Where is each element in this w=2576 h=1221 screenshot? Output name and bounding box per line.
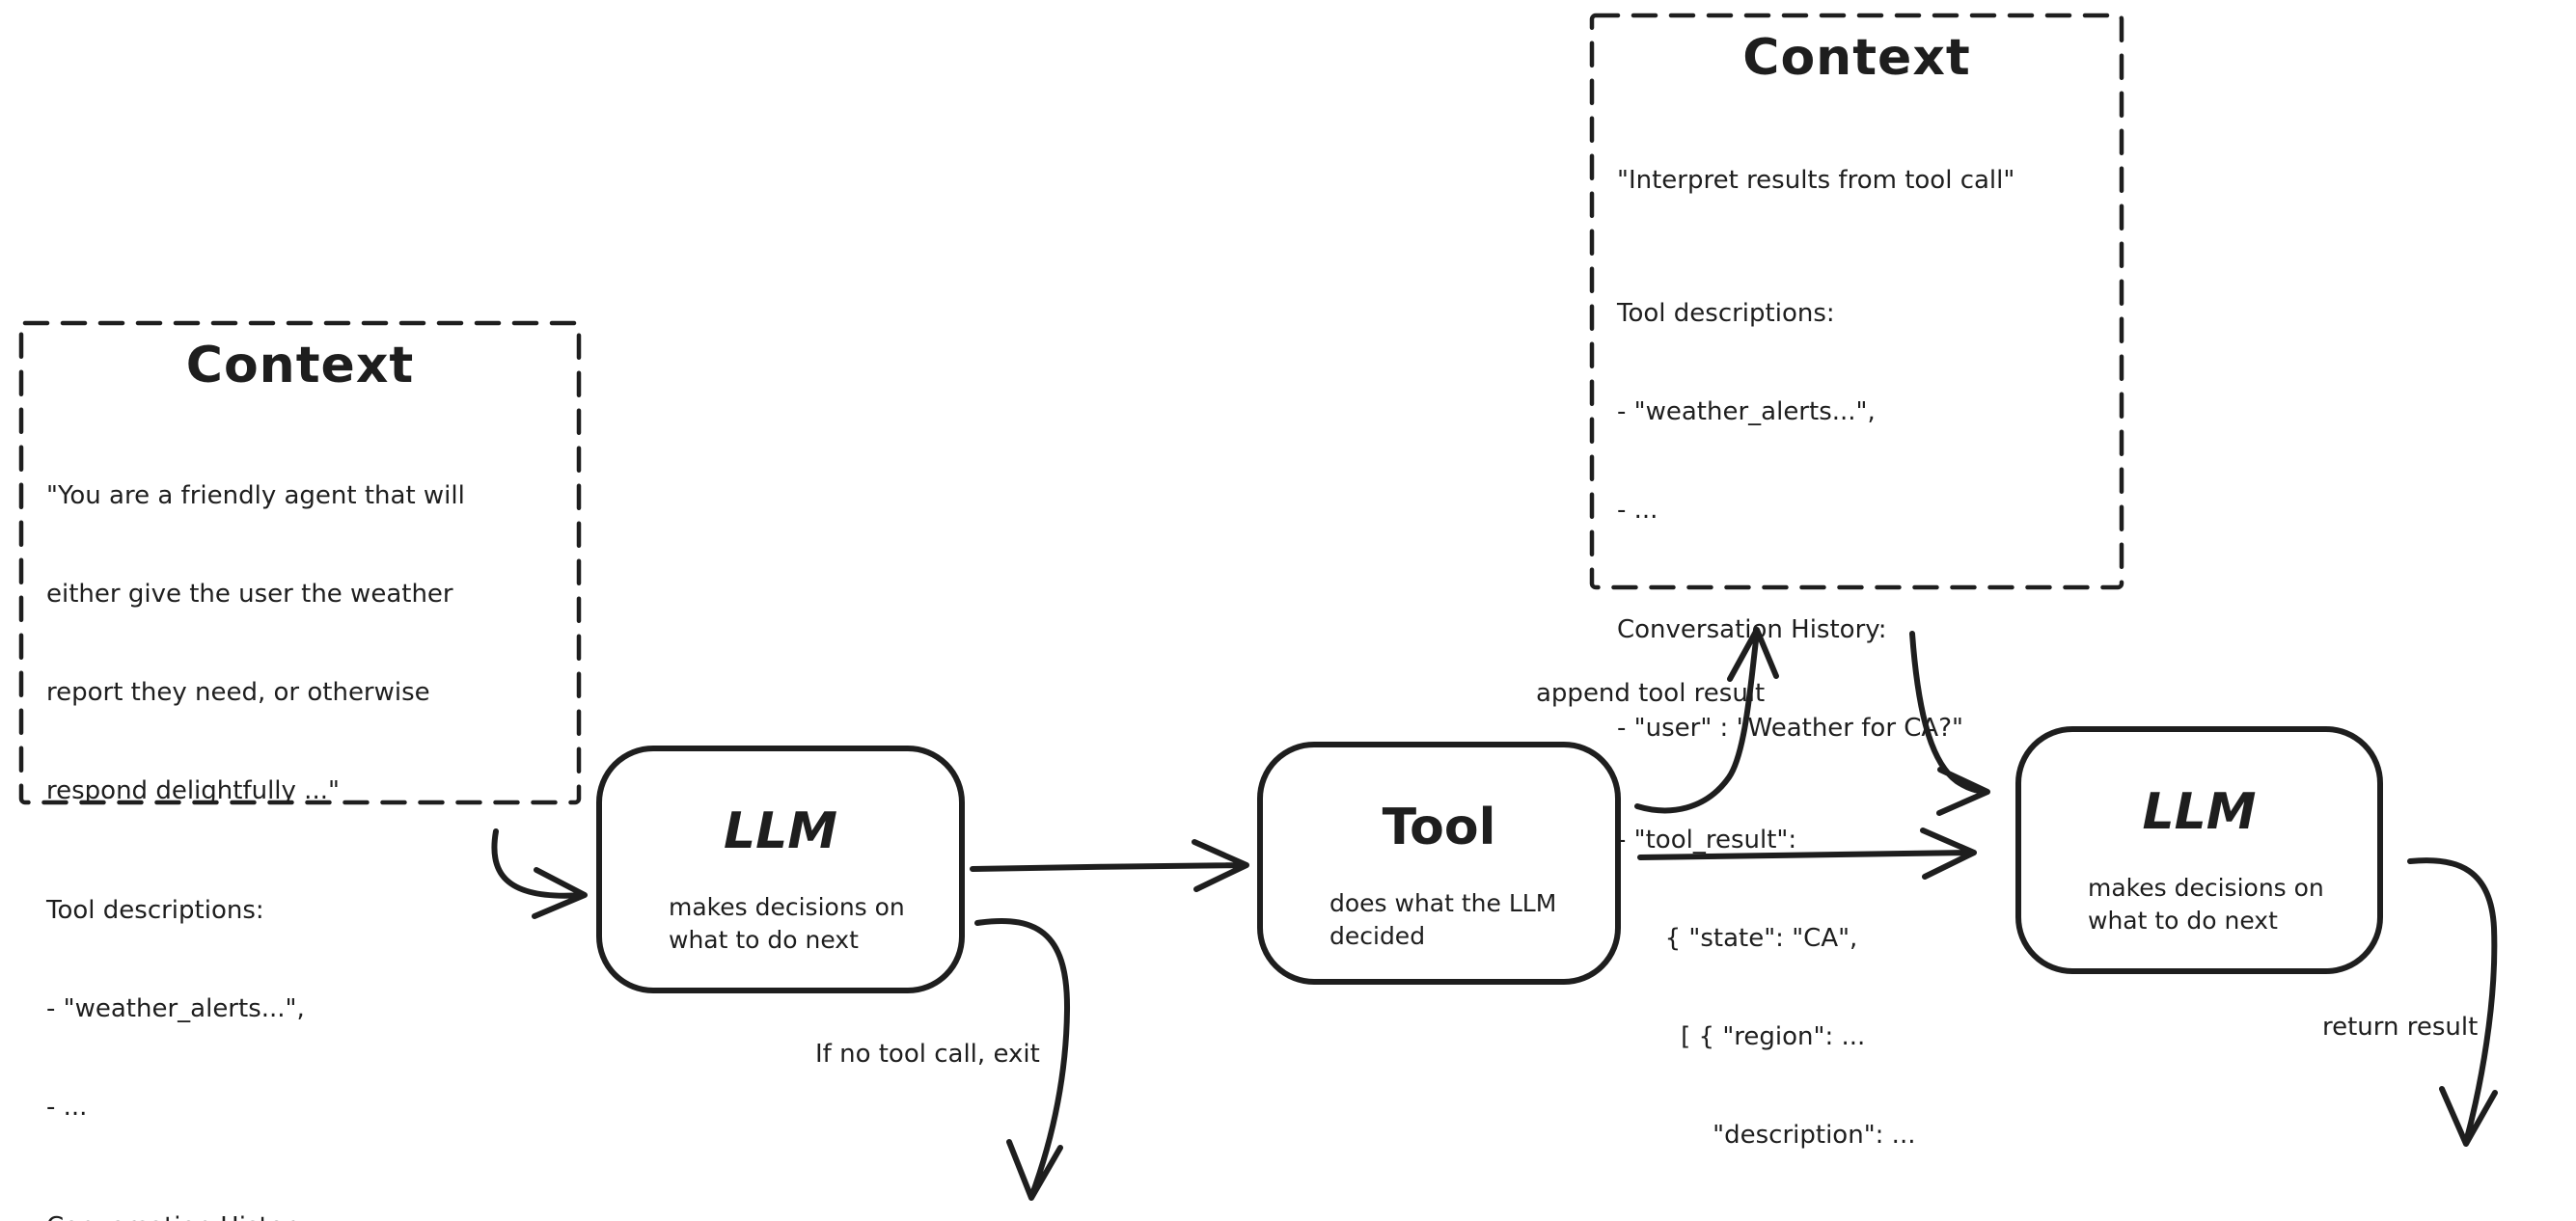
context-line: - "user" : "Weather for CA?" [1617, 714, 1963, 743]
llm-right-title: LLM [2142, 783, 2257, 841]
llm-left-description: makes decisions on what to do next [669, 893, 905, 954]
tool-description: does what the LLM decided [1329, 889, 1557, 950]
context-left-frame [18, 320, 582, 805]
context-line: [ { "region": ... [1617, 1022, 1866, 1051]
tool-frame [1257, 742, 1621, 985]
arrow-tool-to-context [1634, 627, 1779, 814]
context-line: - "weather_alerts...", [1617, 397, 1876, 426]
label-append-tool-result: append tool result [1536, 679, 1766, 708]
llm-left-frame [596, 746, 965, 993]
arrow-llm-exit [974, 917, 1071, 1201]
context-left-box: Context "You are a friendly agent that w… [21, 323, 579, 1221]
context-line: - "tool_result": [1617, 826, 1797, 855]
context-right-frame [1589, 13, 2124, 590]
context-line: ... }, [1617, 1217, 2122, 1221]
llm-right-frame [2015, 726, 2383, 974]
context-line: "You are a friendly agent that will [46, 481, 465, 510]
context-right-title: Context [1742, 29, 1971, 87]
context-line: - ... [1617, 496, 1658, 525]
context-line: - ... [46, 1093, 88, 1122]
context-line: Tool descriptions: [1617, 299, 1835, 328]
context-right-body: "Interpret results from tool call" Tool … [1617, 98, 2122, 1221]
llm-right-node: LLM makes decisions on what to do next [2018, 729, 2380, 971]
llm-left-node: LLM makes decisions on what to do next [599, 748, 962, 990]
context-left-body: "You are a friendly agent that will eith… [46, 414, 579, 1221]
context-line: Conversation History: [46, 1210, 579, 1221]
llm-left-title: LLM [723, 802, 837, 860]
arrow-return-result [2407, 857, 2498, 1147]
context-line: "Interpret results from tool call" [1617, 166, 2015, 195]
arrow-llm-to-tool [970, 839, 1249, 892]
context-line: report they need, or otherwise [46, 678, 430, 707]
context-line: Tool descriptions: [46, 896, 264, 925]
arrow-context-to-llm-right [1909, 631, 1990, 816]
tool-title: Tool [1382, 799, 1496, 856]
label-return-result: return result [2322, 1013, 2479, 1042]
context-line: - "weather_alerts...", [46, 994, 305, 1023]
context-line: respond delightfully ..." [46, 776, 340, 805]
context-right-box: Context "Interpret results from tool cal… [1592, 15, 2122, 1221]
context-line: either give the user the weather [46, 580, 453, 609]
label-if-no-tool-call-exit: If no tool call, exit [815, 1040, 1040, 1069]
context-left-title: Context [185, 337, 415, 394]
arrow-tool-to-llm-right [1637, 828, 1977, 880]
arrow-context-left-to-llm [491, 828, 588, 919]
tool-node: Tool does what the LLM decided [1260, 745, 1618, 982]
context-line: Conversation History: [1617, 615, 1887, 644]
context-line: { "state": "CA", [1617, 924, 1858, 953]
context-line: "description": ... [1617, 1121, 1916, 1150]
llm-right-description: makes decisions on what to do next [2088, 874, 2324, 935]
